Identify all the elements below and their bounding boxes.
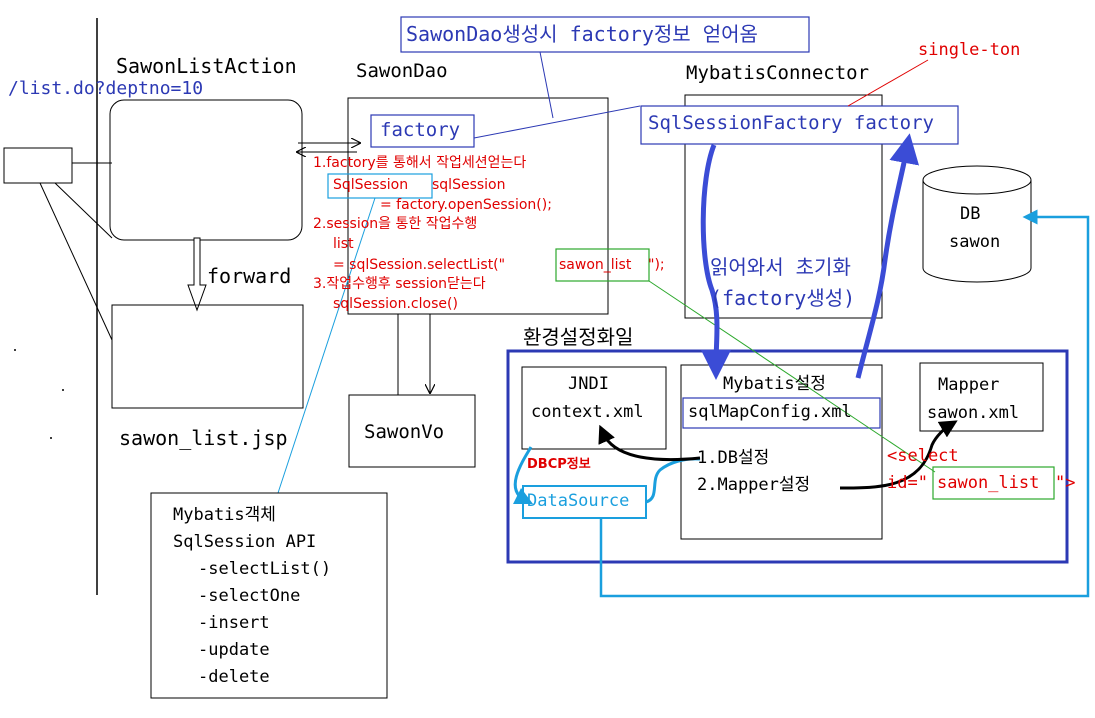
mapper-box (919, 362, 1044, 432)
connector-title: MybatisConnector (686, 62, 870, 84)
mybatis-cfg-title: Mybatis설정 (723, 374, 826, 394)
init-note-line1: 읽어와서 초기화 (710, 255, 851, 279)
jsp-label: sawon_list.jsp (119, 426, 288, 450)
api-item: -update (198, 640, 270, 660)
dao-box (347, 97, 609, 315)
dao-step1: 1.factory를 통해서 작업세션얻는다 (313, 155, 527, 171)
singleton-pointer (847, 59, 929, 107)
read-config-curve (700, 144, 732, 380)
vo-box (348, 394, 476, 468)
config-title: 환경설정화일 (523, 325, 634, 349)
db-setting-curve (598, 424, 701, 462)
vo-label: SawonVo (364, 421, 445, 443)
db-line1: DB (960, 204, 981, 224)
db-line2: sawon (949, 232, 1001, 252)
sawon-list-dao-box (555, 248, 650, 282)
factory-box-rect (370, 114, 475, 148)
select-tag-open: <select (887, 446, 959, 466)
dao-step2: 2.session을 통한 작업수행 (313, 216, 478, 232)
banner-pointer (539, 51, 554, 119)
singleton-label: single-ton (918, 40, 1021, 60)
mapper-line2: sawon.xml (927, 403, 1020, 423)
sawon-list-link (648, 280, 936, 473)
config-outer-box (506, 349, 1069, 564)
datasource-db-line (599, 209, 1090, 598)
forward-arrow (187, 237, 207, 312)
sawon-list-dao: sawon_list (559, 257, 632, 273)
api-box (150, 492, 388, 699)
sqlmap-box-rect (682, 397, 881, 429)
sqlsession-api-link (277, 197, 376, 494)
sqlsession-box-rect (327, 173, 433, 199)
dao-step3: 3.작업수행후 session닫는다 (313, 276, 486, 292)
db-cylinder-top (922, 165, 1032, 195)
dao-title: SawonDao (356, 60, 448, 82)
create-factory-curve (855, 133, 920, 379)
api-item: -selectList() (198, 559, 332, 579)
mapper-line1: Mapper (938, 375, 1000, 395)
select-tag-value: sawon_list (937, 473, 1040, 493)
select-list-prefix: = sqlSession.selectList(" (333, 257, 506, 273)
mybatis-cfg-box (680, 364, 883, 540)
ssf-label: SqlSessionFactory factory (648, 112, 934, 134)
db-cylinder-body (922, 180, 1032, 283)
list-keyword: list (333, 236, 354, 252)
dbcp-label: DBCP정보 (527, 457, 591, 472)
action-title: SawonListAction (116, 54, 297, 78)
datasource-label: DataSource (527, 491, 630, 511)
mapper-setting-curve (839, 420, 958, 490)
api-subtitle: SqlSession API (173, 532, 317, 552)
open-session: = factory.openSession(); (380, 197, 552, 213)
select-tag-suffix: "> (1055, 473, 1076, 493)
api-item: -delete (198, 667, 270, 687)
action-box (109, 99, 303, 241)
title-banner-box (400, 16, 810, 53)
connector-box (684, 94, 883, 319)
jndi-datasource-curve (512, 446, 534, 505)
cfg-item2: 2.Mapper설정 (697, 475, 811, 495)
jndi-line2: context.xml (531, 402, 644, 422)
api-title: Mybatis객체 (173, 505, 276, 525)
request-url: /list.do?deptno=10 (8, 78, 204, 99)
factory-link-line (473, 105, 641, 139)
jndi-box (521, 366, 667, 450)
factory-label: factory (380, 119, 461, 141)
jndi-line1: JNDI (568, 374, 609, 394)
client-jsp-diag (39, 182, 113, 341)
cfg-item1: 1.DB설정 (697, 448, 770, 468)
title-banner: SawonDao생성시 factory정보 얻어옴 (406, 22, 758, 46)
datasource-cfg-curve (645, 457, 701, 504)
forward-label: forward (207, 264, 292, 288)
jsp-box (111, 304, 304, 409)
sqlsession-keyword: SqlSession (333, 177, 409, 193)
client-box (3, 147, 73, 184)
api-item: -insert (198, 613, 270, 633)
select-list-suffix: "); (648, 257, 665, 273)
client-action-diag-1 (54, 182, 113, 239)
sawon-list-mapper-box (932, 466, 1055, 500)
sqlmap-file: sqlMapConfig.xml (688, 402, 852, 422)
session-close: sqlSession.close() (333, 296, 458, 312)
select-tag-id: id=" (887, 473, 928, 493)
sqlsession-var: sqlSession (432, 177, 506, 193)
api-item: -selectOne (198, 586, 301, 606)
init-note-line2: (factory생성) (710, 286, 856, 310)
